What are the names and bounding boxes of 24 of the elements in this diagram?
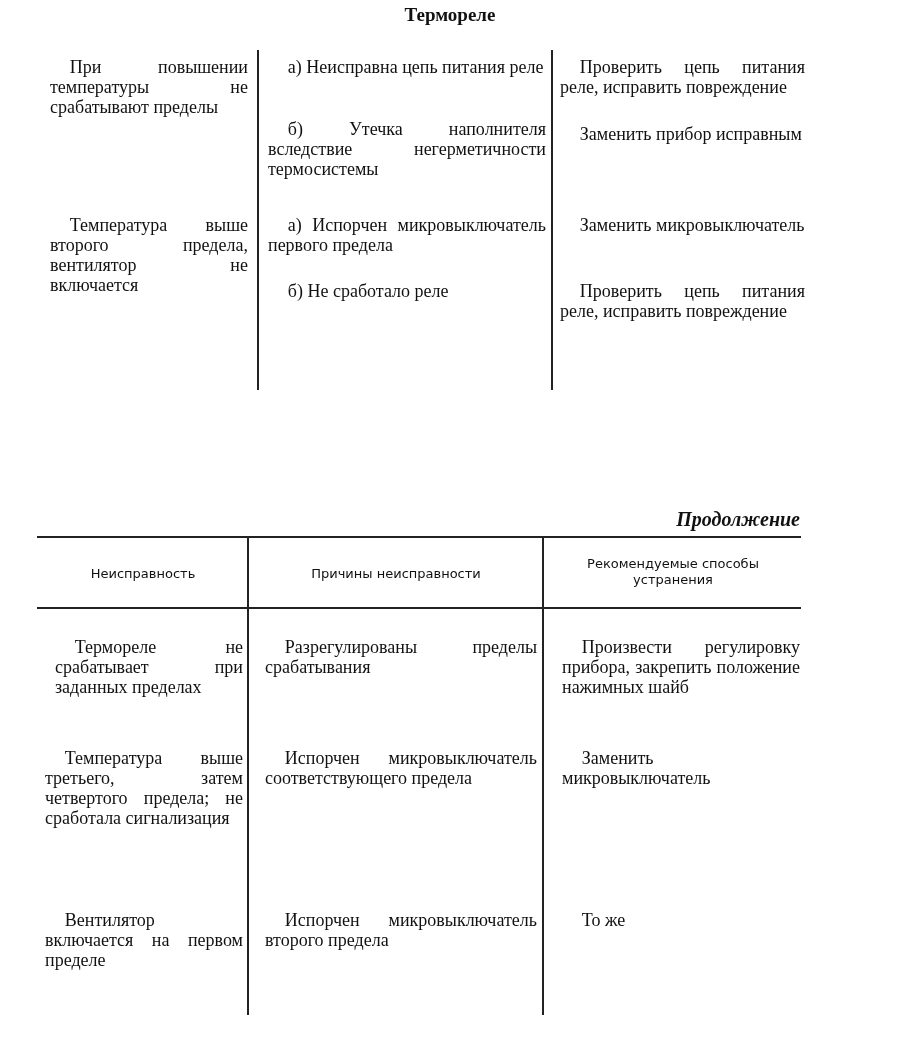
fault-description: Температура выше второго предела, вентилятор не включается (50, 215, 248, 295)
cause-text: Разрегулированы пределы срабатывания (265, 637, 537, 677)
column-header: Рекомендуемые способы устранения (586, 556, 760, 588)
remedy-text: Заменить микровыключатель (578, 215, 805, 235)
fault-description: Термореле не срабатывает при заданных пределах (55, 637, 243, 697)
cause-text: б) Утечка наполнителя вследствие негерметичности термосистемы (268, 119, 546, 179)
fault-description: Температура выше третьего, затем четвертого предела; не сработала сигнализация (45, 748, 243, 828)
column-header: Неисправность (89, 566, 197, 582)
cause-text: Испорчен микровыключатель соответствующего предела (265, 748, 537, 788)
fault-description: При повышении температуры не срабатывают пределы (50, 57, 248, 117)
continuation-note: Продолжение (675, 508, 800, 531)
remedy-text: Заменить прибор исправным (578, 124, 803, 144)
remedy-text: Произвести регулировку прибора, закрепить положение нажимных шайб (562, 637, 800, 697)
column-header: Причины неисправности (310, 566, 482, 582)
remedy-text: Заменить микровыключатель (562, 748, 712, 788)
cause-text: Испорчен микровыключатель второго предела (265, 910, 537, 950)
table-title: Термореле (403, 4, 497, 26)
remedy-text: Проверить цепь питания реле, исправить повреждение (560, 57, 805, 97)
cause-text: а) Испорчен микровыключатель первого предела (268, 215, 546, 255)
remedy-text: То же (580, 910, 627, 930)
remedy-text: Проверить цепь питания реле, исправить повреждение (560, 281, 805, 321)
cause-text: б) Не сработало реле (286, 281, 450, 301)
cause-text: а) Неисправна цепь питания реле (286, 57, 545, 77)
fault-description: Вентилятор включается на первом пределе (45, 910, 243, 970)
